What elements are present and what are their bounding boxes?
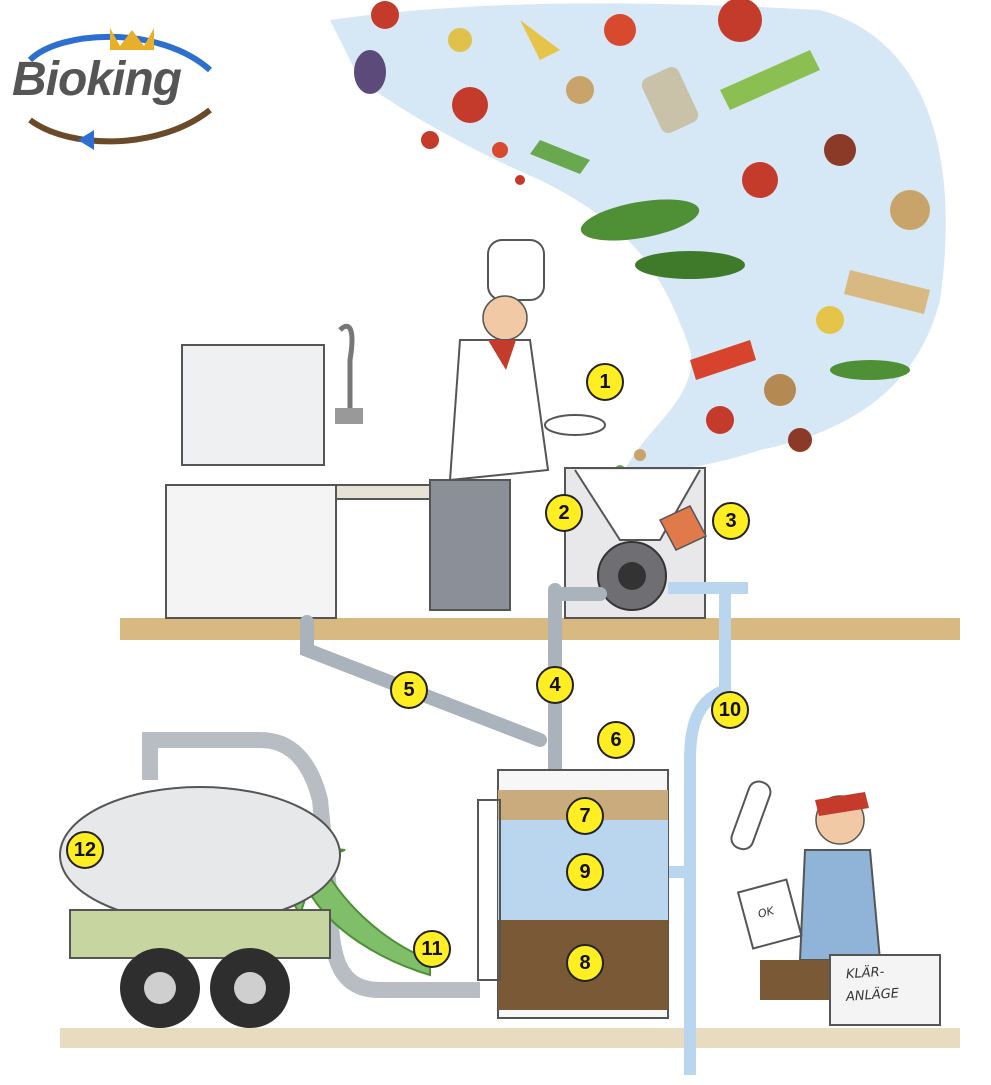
upper-floor <box>120 618 960 640</box>
marker-12: 12 <box>66 831 104 869</box>
dishwasher <box>165 323 477 619</box>
logo-text: Bioking <box>12 53 182 106</box>
worker <box>730 780 941 1026</box>
tank-truck <box>59 786 341 1028</box>
ground <box>60 1028 960 1048</box>
marker-11: 11 <box>413 930 451 968</box>
marker-10: 10 <box>711 691 749 729</box>
marker-1: 1 <box>586 363 624 401</box>
marker-6: 6 <box>597 721 635 759</box>
chef <box>429 239 606 611</box>
food-waste-cloud <box>330 0 946 480</box>
marker-2: 2 <box>545 494 583 532</box>
crown-icon <box>110 28 154 50</box>
marker-5: 5 <box>390 671 428 709</box>
bioking-logo-mark <box>27 28 213 150</box>
marker-3: 3 <box>712 502 750 540</box>
marker-7: 7 <box>566 797 604 835</box>
marker-9: 9 <box>566 853 604 891</box>
marker-4: 4 <box>536 666 574 704</box>
sign-line-1: KLÄR- <box>845 964 885 983</box>
marker-8: 8 <box>566 944 604 982</box>
